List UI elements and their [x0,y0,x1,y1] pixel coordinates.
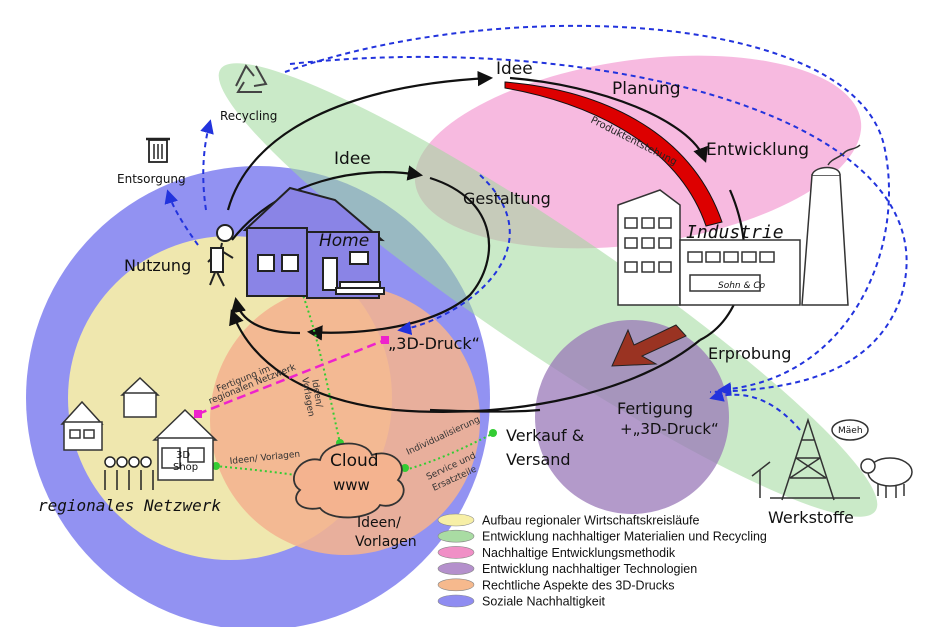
label-entwicklung: Entwicklung [706,140,809,160]
nutzung-to-entsorgung-path [164,189,199,246]
legend: Aufbau regionaler WirtschaftskreisläufeE… [437,513,767,609]
label-sohn-co: Sohn & Co [718,281,766,291]
inner-cycle-left [230,296,301,335]
werkstoffe-to-fertigung-path [709,388,801,431]
label-fertigung-2: +„3D-Druck“ [620,420,719,438]
label-ideen-vorlagen-1: Ideen/ [357,515,401,531]
chimney [801,174,849,306]
diagram-labels: Idee Planung Entwicklung Idee Gestaltung… [38,59,863,550]
outer-cycle-path [229,309,701,413]
legend-swatch [437,594,475,608]
pump-jack [751,461,771,498]
label-www: www [333,476,370,494]
cloud-icon [293,442,405,519]
label-shop-2: Shop [173,462,198,473]
label-idee-mid: Idee [334,149,371,169]
factory-drawing [617,144,861,306]
label-verkauf-2: Versand [506,450,571,469]
label-home: Home [319,231,369,251]
label-ideen-vorlagen-vertical-1: Ideen/ [309,379,324,409]
legend-label: Rechtliche Aspekte des 3D-Drucks [482,578,674,592]
label-druck-home: „3D-Druck“ [388,334,480,353]
recycling-icon [235,64,268,93]
label-erprobung: Erprobung [708,344,791,363]
smoke [827,144,861,166]
recycling-to-fertigung-path [289,55,908,393]
werkstoffe-drawing [751,417,913,501]
label-idee-top: Idee [496,59,533,79]
regional-houses-drawing [60,376,218,481]
sheep-head [860,458,876,474]
legend-swatch [437,529,475,543]
brown-arrow-icon [611,324,687,367]
inner-cycle-right [306,176,490,341]
legend-swatch [437,546,475,559]
inner-cycle-top [231,165,424,241]
node-cloud-right [401,464,409,472]
cloud-to-verkauf-path [404,433,493,471]
home-to-cloud-path [299,286,341,444]
label-fertigung-1: Fertigung [617,399,693,418]
oil-tower [781,417,835,501]
label-shop-1: 3D [176,450,190,461]
legend-label: Entwicklung nachhaltiger Materialien und… [482,530,767,544]
trash-can-icon [146,137,170,163]
label-ideen-vorlagen-2: Vorlagen [355,534,417,550]
outer-top-path [226,70,494,211]
area-rechtlich [210,285,480,555]
node-shop [212,462,220,470]
label-recycling: Recycling [220,109,277,123]
nutzung-to-recycling-path [200,119,214,211]
node-druck [381,336,389,344]
label-industrie: Industrie [686,222,784,243]
node-verkauf [489,429,497,437]
node-regional [194,410,202,418]
legend-label: Soziale Nachhaltigkeit [482,595,606,609]
legend-swatch [437,513,475,527]
recycling-to-werkstoffe-path [284,24,890,397]
person-icon [207,224,234,287]
gestaltung-to-druck-path [397,174,511,336]
legend-label: Entwicklung nachhaltiger Technologien [482,562,697,576]
verkauf-arrow [429,408,541,413]
dotted-flows [214,286,493,479]
legend-swatch [437,578,475,592]
label-planung: Planung [612,79,681,99]
regional-to-druck-path [197,338,386,416]
label-cloud: Cloud [330,451,379,471]
crowd-drawing [104,456,154,490]
label-entsorgung: Entsorgung [117,172,186,186]
home-house-drawing [242,186,385,299]
produktentstehung-band [504,81,723,227]
area-technologie [535,320,729,514]
label-werkstoffe: Werkstoffe [768,508,854,527]
label-nutzung: Nutzung [124,256,191,275]
label-gestaltung: Gestaltung [463,189,551,208]
idee-to-entwicklung-path [509,76,708,163]
speech-bubble [831,419,869,441]
legend-label: Nachhaltige Entwicklungsmethodik [482,546,676,560]
legend-swatch [437,562,475,575]
label-verkauf-1: Verkauf & [506,426,584,445]
dashed-flows [164,24,908,431]
area-methodik [414,55,862,249]
legend-label: Aufbau regionaler Wirtschaftskreisläufe [482,514,700,528]
label-maeh: Mäeh [838,426,863,436]
label-regionales-netzwerk: regionales Netzwerk [38,496,221,515]
